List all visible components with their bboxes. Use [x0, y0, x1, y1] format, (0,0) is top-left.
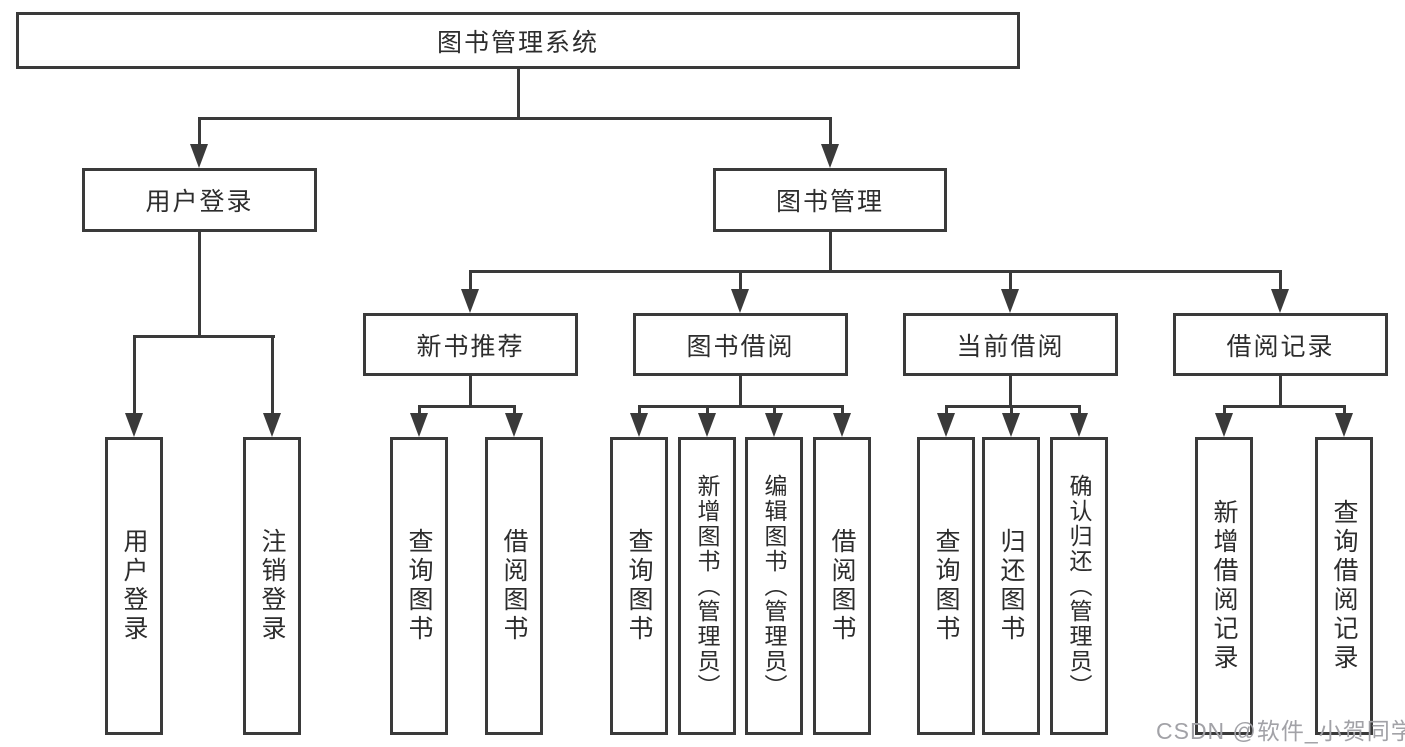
- connector-v-line: [945, 405, 948, 415]
- arrow-down-icon: [1070, 413, 1088, 437]
- node-leaf-query-books-c-label: 查询图书: [932, 528, 960, 644]
- node-leaf-return-books: 归还图书: [982, 437, 1040, 735]
- node-leaf-borrow-books-b: 借阅图书: [813, 437, 871, 735]
- connector-h-line: [638, 405, 844, 408]
- connector-v-line: [638, 405, 641, 415]
- node-leaf-query-books-b-label: 查询图书: [625, 528, 653, 644]
- arrow-down-icon: [630, 413, 648, 437]
- node-borrowing-records-label: 借阅记录: [1226, 332, 1335, 361]
- node-borrowing-records: 借阅记录: [1173, 313, 1388, 376]
- node-user-login: 用户登录: [82, 168, 317, 232]
- connector-v-line: [271, 335, 274, 415]
- connector-v-line: [198, 232, 201, 338]
- node-user-login-label: 用户登录: [145, 188, 254, 216]
- arrow-down-icon: [1271, 289, 1289, 313]
- node-leaf-return-books-label: 归还图书: [997, 528, 1025, 644]
- arrow-down-icon: [190, 144, 208, 168]
- node-book-management-label: 图书管理: [775, 188, 884, 216]
- arrow-down-icon: [410, 413, 428, 437]
- connector-h-line: [133, 335, 275, 338]
- node-leaf-borrow-books-a-label: 借阅图书: [500, 528, 528, 644]
- arrow-down-icon: [731, 289, 749, 313]
- arrow-down-icon: [461, 289, 479, 313]
- connector-h-line: [1223, 405, 1346, 408]
- arrow-down-icon: [125, 413, 143, 437]
- connector-v-line: [841, 405, 844, 415]
- node-leaf-query-books-a-label: 查询图书: [405, 528, 433, 644]
- node-new-book-recommend-label: 新书推荐: [416, 332, 525, 361]
- arrow-down-icon: [505, 413, 523, 437]
- node-root: 图书管理系统: [16, 12, 1020, 69]
- arrow-down-icon: [1335, 413, 1353, 437]
- arrow-down-icon: [821, 144, 839, 168]
- arrow-down-icon: [833, 413, 851, 437]
- node-current-borrowing-label: 当前借阅: [956, 332, 1065, 361]
- connector-v-line: [706, 405, 709, 415]
- connector-v-line: [1009, 270, 1012, 291]
- node-leaf-query-books-a: 查询图书: [390, 437, 448, 735]
- connector-v-line: [513, 405, 516, 415]
- csdn-watermark: CSDN @软件_小贺同学: [1156, 718, 1405, 744]
- connector-v-line: [829, 232, 832, 273]
- connector-v-line: [133, 335, 136, 415]
- node-root-label: 图书管理系统: [436, 28, 599, 57]
- connector-v-line: [1010, 405, 1013, 415]
- connector-v-line: [469, 270, 472, 291]
- connector-v-line: [829, 117, 832, 146]
- arrow-down-icon: [937, 413, 955, 437]
- connector-v-line: [469, 374, 472, 407]
- connector-v-line: [1078, 405, 1081, 415]
- node-leaf-user-login: 用户登录: [105, 437, 163, 735]
- node-leaf-logout: 注销登录: [243, 437, 301, 735]
- connector-v-line: [1009, 374, 1012, 407]
- connector-v-line: [1343, 405, 1346, 415]
- node-leaf-query-books-b: 查询图书: [610, 437, 668, 735]
- node-leaf-edit-books-admin-label: 编辑图书（管理员）: [761, 473, 787, 699]
- node-leaf-borrow-books-a: 借阅图书: [485, 437, 543, 735]
- node-leaf-confirm-return-admin: 确认归还（管理员）: [1050, 437, 1108, 735]
- connector-v-line: [739, 374, 742, 407]
- connector-v-line: [1223, 405, 1226, 415]
- arrow-down-icon: [1001, 289, 1019, 313]
- connector-v-line: [198, 117, 201, 146]
- connector-v-line: [418, 405, 421, 415]
- connector-v-line: [773, 405, 776, 415]
- node-leaf-confirm-return-admin-label: 确认归还（管理员）: [1066, 473, 1092, 699]
- node-leaf-logout-label: 注销登录: [258, 528, 286, 644]
- connector-h-line: [418, 405, 516, 408]
- arrow-down-icon: [263, 413, 281, 437]
- node-leaf-user-login-label: 用户登录: [120, 528, 148, 644]
- node-leaf-query-borrow-record-label: 查询借阅记录: [1330, 499, 1358, 673]
- node-leaf-add-borrow-record-label: 新增借阅记录: [1210, 499, 1238, 673]
- node-book-management: 图书管理: [713, 168, 947, 232]
- arrow-down-icon: [765, 413, 783, 437]
- connector-h-line: [945, 405, 1081, 408]
- arrow-down-icon: [1002, 413, 1020, 437]
- arrow-down-icon: [698, 413, 716, 437]
- node-leaf-query-books-c: 查询图书: [917, 437, 975, 735]
- node-leaf-add-books-admin-label: 新增图书（管理员）: [694, 473, 720, 699]
- node-book-borrowing: 图书借阅: [633, 313, 848, 376]
- connector-v-line: [1279, 270, 1282, 291]
- connector-v-line: [1279, 374, 1282, 407]
- connector-h-line: [469, 270, 1282, 273]
- connector-v-line: [739, 270, 742, 291]
- node-leaf-query-borrow-record: 查询借阅记录: [1315, 437, 1373, 735]
- connector-h-line: [198, 117, 832, 120]
- arrow-down-icon: [1215, 413, 1233, 437]
- connector-v-line: [517, 67, 520, 119]
- node-current-borrowing: 当前借阅: [903, 313, 1118, 376]
- node-new-book-recommend: 新书推荐: [363, 313, 578, 376]
- node-leaf-add-books-admin: 新增图书（管理员）: [678, 437, 736, 735]
- node-leaf-borrow-books-b-label: 借阅图书: [828, 528, 856, 644]
- node-leaf-edit-books-admin: 编辑图书（管理员）: [745, 437, 803, 735]
- node-leaf-add-borrow-record: 新增借阅记录: [1195, 437, 1253, 735]
- node-book-borrowing-label: 图书借阅: [686, 332, 795, 361]
